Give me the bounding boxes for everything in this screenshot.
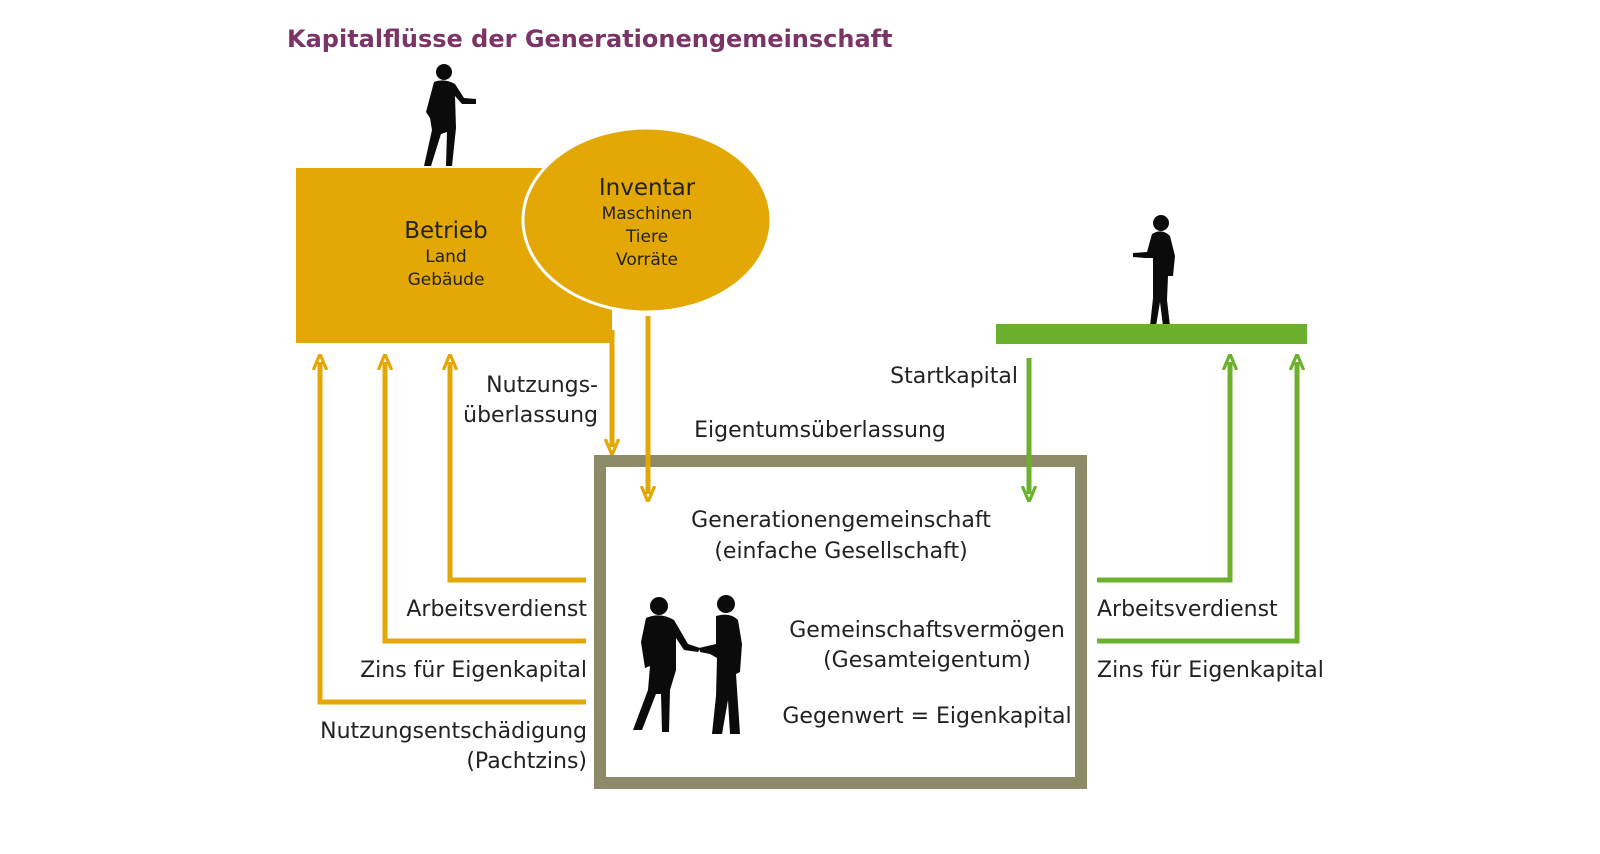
inventar-line-tiere: Tiere bbox=[625, 227, 668, 247]
page-title: Kapitalflüsse der Generationengemeinscha… bbox=[287, 25, 893, 53]
zins-right-arrow bbox=[1097, 362, 1297, 644]
handshake-icon bbox=[633, 595, 742, 734]
betrieb-line-land: Land bbox=[425, 247, 466, 267]
eigentumsueberlassung-label: Eigentumsüberlassung bbox=[694, 418, 946, 443]
inventar-ellipse bbox=[521, 126, 773, 314]
inventar-heading: Inventar bbox=[599, 175, 696, 201]
generation-community-box bbox=[594, 455, 1087, 789]
zins-right-label: Zins für Eigenkapital bbox=[1097, 658, 1324, 683]
nutzungsentschaedigung-label-line2: (Pachtzins) bbox=[466, 749, 587, 774]
arbeitsverdienst-left-label: Arbeitsverdienst bbox=[406, 597, 587, 622]
gesamteigentum-label: (Gesamteigentum) bbox=[823, 648, 1031, 673]
green-bar bbox=[996, 324, 1307, 344]
center-title-line1: Generationengemeinschaft bbox=[691, 508, 991, 533]
betrieb-line-gebaeude: Gebäude bbox=[408, 270, 485, 290]
center-title-line2: (einfache Gesellschaft) bbox=[714, 539, 967, 564]
nutzungsueberlassung-label-line1: Nutzungs- bbox=[486, 373, 598, 398]
arbeitsverdienst-right-label: Arbeitsverdienst bbox=[1097, 597, 1278, 622]
walking-person-icon bbox=[424, 64, 476, 166]
standing-person-icon bbox=[1133, 215, 1175, 326]
gemeinschaftsvermoegen-label: Gemeinschaftsvermögen bbox=[789, 618, 1065, 643]
nutzungsueberlassung-label-line2: überlassung bbox=[463, 403, 598, 428]
inventar-line-maschinen: Maschinen bbox=[602, 204, 693, 224]
nutzungsentschaedigung-label-line1: Nutzungsentschädigung bbox=[320, 719, 587, 744]
zins-left-label: Zins für Eigenkapital bbox=[360, 658, 587, 683]
inventar-line-vorraete: Vorräte bbox=[616, 250, 678, 270]
nutzungsentschaedigung-arrow bbox=[320, 362, 586, 705]
arbeitsverdienst-left-arrow bbox=[450, 362, 586, 583]
zins-left-arrow bbox=[385, 362, 586, 644]
arbeitsverdienst-right-arrow bbox=[1097, 362, 1230, 583]
gegenwert-label: Gegenwert = Eigenkapital bbox=[782, 704, 1071, 729]
startkapital-label: Startkapital bbox=[890, 364, 1018, 389]
betrieb-heading: Betrieb bbox=[404, 218, 488, 244]
